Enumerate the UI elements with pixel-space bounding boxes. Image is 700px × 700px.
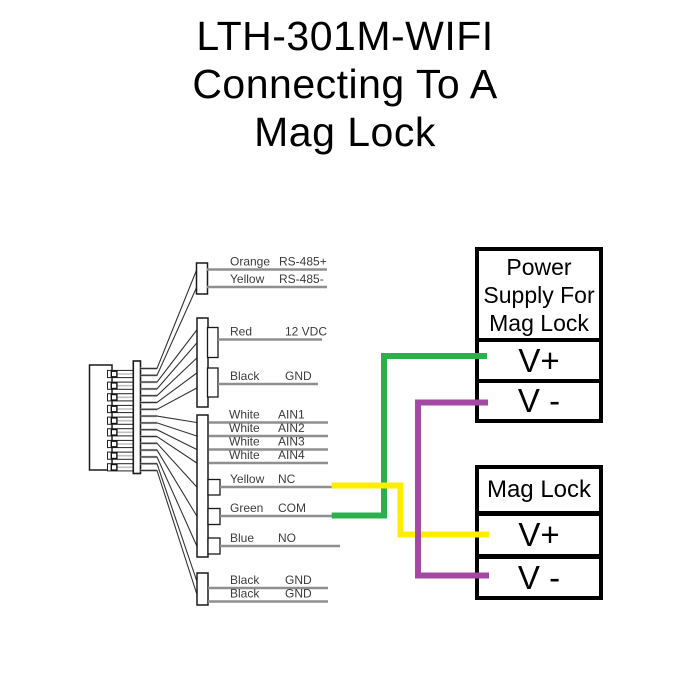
cable-clamp-strip-1 [195,262,209,295]
fan-wire-7 [140,387,198,410]
wire-signal-label-ain1: AIN1 [278,408,305,422]
connector-pin-1 [107,369,134,379]
wire-signal-label-gnd: GND [285,573,312,587]
fan-wire-6 [140,372,198,404]
page-title: LTH-301M-WIFI Connecting To A Mag Lock [0,12,690,156]
power-supply-title-line-3: Mag Lock [489,309,589,336]
connector-pin-contact [110,463,118,471]
wire-ferrule-5 [207,537,221,555]
connector-pin-contact [110,428,118,436]
wire-ferrule-3 [207,478,221,496]
page-title-line-2: Connecting To A [192,61,498,107]
connector-pin-5 [107,416,134,425]
connector-pin-3 [107,393,134,402]
mag-lock-box-title: Mag Lock [479,469,599,511]
wire-color-label-ain2: White [229,421,260,435]
wire-color-label-com: Green [230,501,263,515]
connection-yellow-nc-to-maglock-vplus [331,482,489,538]
connector-pin-6 [107,428,134,437]
wire-color-label-no: Blue [230,531,254,545]
mag-lock-box: Mag Lock V+ V - [475,465,603,600]
wire-signal-label-ain4: AIN4 [278,448,305,462]
wire-color-label-ain4: White [229,448,260,462]
fan-wire-9 [140,422,197,437]
fan-wire-12 [140,442,198,488]
wire-ferrule-1 [206,326,219,359]
fan-wire-11 [140,435,198,464]
connector-body [88,364,113,471]
connector-pin-9 [107,463,134,472]
connector-header-bar [132,360,142,475]
page-title-line-1: LTH-301M-WIFI [196,13,494,59]
wire-signal-label-no: NO [278,531,296,545]
wire-signal-label-gnd: GND [285,587,312,601]
connector-pin-contact [110,393,118,401]
fan-wire-16 [140,469,198,595]
wire-color-label-ain1: White [229,408,260,422]
wire-color-label-gnd: Black [230,369,260,383]
connector-pin-2 [107,381,134,390]
connector-pin-contact [110,370,118,378]
connector-pin-contact [110,382,118,390]
fan-wire-4 [140,342,198,390]
cable-clamp-strip-3 [196,414,209,558]
fan-wire-3 [140,329,198,383]
power-supply-box-title: Power Supply For Mag Lock [479,251,599,338]
wire-signal-label-ain2: AIN2 [278,421,305,435]
wire-ferrule-2 [206,367,219,398]
power-supply-vplus-terminal: V+ [479,342,599,379]
wire-signal-label-com: COM [278,501,306,515]
fan-wire-2 [140,286,198,376]
wire-signal-label-rs-485: RS-485+ [279,255,327,269]
connection-green-com-to-psu-vplus [331,353,487,519]
power-supply-vminus-terminal: V - [479,382,599,419]
fan-wire-5 [140,357,198,397]
power-supply-title-line-2: Supply For [483,281,595,308]
wire-color-label-gnd: Black [230,573,260,587]
power-supply-box: Power Supply For Mag Lock V+ V - [475,247,603,423]
connector-pin-8 [107,451,134,460]
fan-wire-15 [140,463,198,582]
mag-lock-vminus-terminal: V - [479,559,599,596]
wire-color-label-rs-485: Orange [230,255,270,269]
fan-wire-10 [140,429,198,450]
fan-wire-1 [140,269,198,370]
cable-clamp-strip-4 [196,572,209,606]
wire-color-label-gnd: Black [230,587,260,601]
wire-signal-label-12-vdc: 12 VDC [285,325,327,339]
wire-color-label-12-vdc: Red [230,325,252,339]
connector-pin-contact [110,405,118,413]
wire-signal-label-gnd: GND [285,369,312,383]
wire-signal-label-nc: NC [278,472,296,486]
page-title-line-3: Mag Lock [254,109,436,155]
wire-color-label-nc: Yellow [230,472,265,486]
cable-clamp-strip-2 [196,317,209,408]
wire-color-label-rs-485: Yellow [230,272,265,286]
fan-wire-8 [140,415,197,424]
connector-pin-contact [110,417,118,425]
connector-pin-7 [107,439,134,449]
fan-wire-13 [140,449,198,517]
fan-wire-14 [140,456,198,547]
connector-pin-contact [110,440,118,448]
wire-color-label-ain3: White [229,435,260,449]
connector-pin-contact [110,452,118,460]
wire-ferrule-4 [207,507,221,526]
mag-lock-vplus-terminal: V+ [479,516,599,554]
wire-signal-label-ain3: AIN3 [278,435,305,449]
connector-pin-4 [107,404,134,414]
wire-signal-label-rs-485: RS-485- [279,272,324,286]
power-supply-title-line-1: Power [506,253,572,280]
